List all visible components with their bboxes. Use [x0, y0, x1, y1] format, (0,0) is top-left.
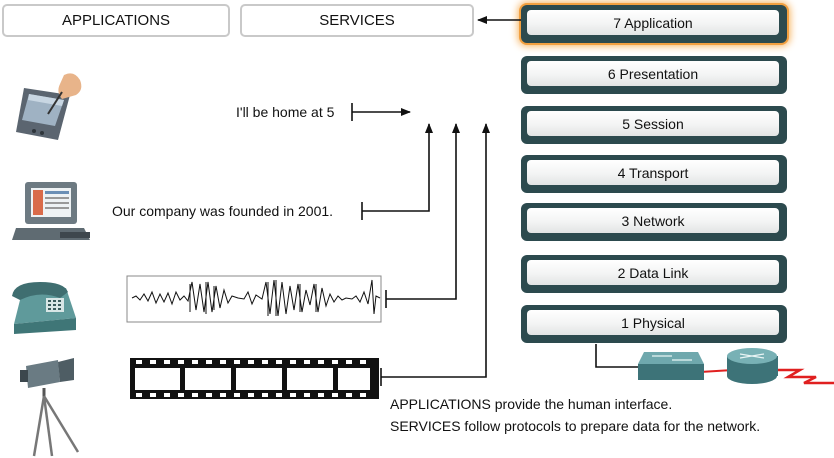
applications-header: APPLICATIONS [2, 4, 230, 37]
film-strip [130, 358, 379, 399]
osi-layer-5-label: 5 Session [527, 111, 779, 136]
video-data-arrow [381, 123, 490, 378]
osi-layer-2-label: 2 Data Link [527, 260, 779, 285]
pda-message-text: I'll be home at 5 [236, 104, 335, 120]
caption-applications: APPLICATIONS provide the human interface… [390, 396, 673, 412]
services-header-label: SERVICES [319, 12, 395, 29]
osi-layer-7-label: 7 Application [527, 10, 779, 35]
applications-header-label: APPLICATIONS [61, 12, 171, 29]
osi-layer-2-data-link[interactable]: 2 Data Link [521, 255, 787, 293]
switch-icon [638, 352, 704, 380]
osi-layer-4-label: 4 Transport [527, 160, 779, 185]
osi-layer-3-network[interactable]: 3 Network [521, 203, 787, 241]
osi-layer-3-label: 3 Network [527, 208, 779, 233]
osi-layer-5-session[interactable]: 5 Session [521, 106, 787, 144]
services-header: SERVICES [240, 4, 474, 37]
osi-layer-1-physical[interactable]: 1 Physical [521, 305, 787, 343]
voice-data-arrow [386, 123, 460, 300]
computer-icon [12, 182, 90, 240]
telephone-icon [12, 282, 76, 334]
caption-services: SERVICES follow protocols to prepare dat… [390, 418, 761, 434]
connector-lines [351, 16, 521, 386]
router-icon [727, 348, 778, 384]
computer-message-text: Our company was founded in 2001. [112, 203, 334, 219]
osi-layer-6-presentation[interactable]: 6 Presentation [521, 56, 787, 94]
physical-connection [595, 344, 834, 385]
osi-layer-6-label: 6 Presentation [527, 61, 779, 86]
osi-layer-4-transport[interactable]: 4 Transport [521, 155, 787, 193]
video-camera-icon [20, 358, 80, 457]
osi-layer-7-application[interactable]: 7 Application [521, 5, 787, 43]
pda-icon [16, 73, 82, 140]
audio-waveform [126, 275, 382, 323]
computer-data-arrow [362, 123, 433, 212]
osi-layer-1-label: 1 Physical [527, 310, 779, 335]
